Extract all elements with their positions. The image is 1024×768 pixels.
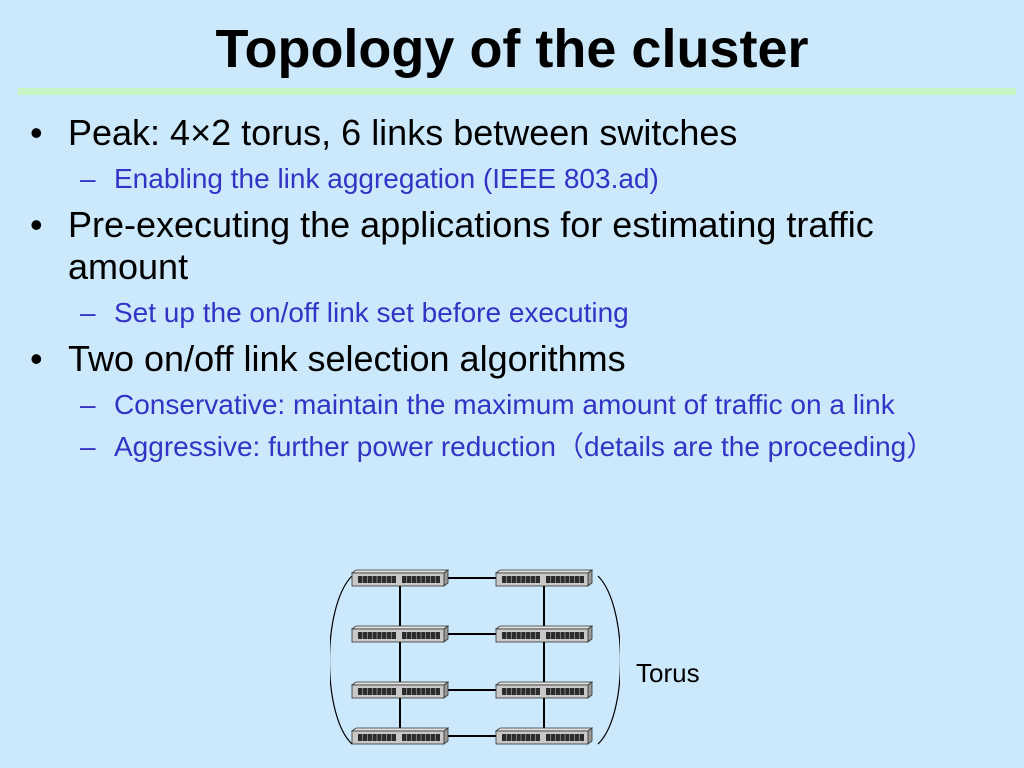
sub-bullet-item: – Conservative: maintain the maximum amo… [30,388,990,422]
bullet-mark: • [30,112,43,153]
slide-title: Topology of the cluster [215,19,809,79]
bullet-text: Pre-executing the applications for estim… [68,204,874,287]
sub-bullet-item: – Enabling the link aggregation (IEEE 80… [30,162,990,196]
sub-bullet-text: Conservative: maintain the maximum amoun… [114,389,895,420]
network-switch-icon [350,569,450,587]
network-switch-icon [350,625,450,643]
bullet-item: • Pre-executing the applications for est… [30,204,990,288]
torus-diagram [330,569,620,745]
sub-bullet-mark: – [80,297,96,328]
sub-bullet-text: Enabling the link aggregation (IEEE 803.… [114,163,659,194]
torus-wrap-link-left [330,575,353,745]
bullet-item: • Peak: 4×2 torus, 6 links between switc… [30,112,990,154]
sub-bullet-text: Set up the on/off link set before execut… [114,297,629,328]
network-switch-icon [494,569,594,587]
title-rule [18,88,1016,95]
bullet-text: Peak: 4×2 torus, 6 links between switche… [68,112,738,153]
sub-bullet-text: Aggressive: further power reduction（deta… [114,431,935,462]
diagram-caption: Torus [636,658,700,688]
network-switch-icon [494,625,594,643]
bullet-text: Two on/off link selection algorithms [68,338,626,379]
sub-bullet-mark: – [80,431,96,462]
bullet-list: • Peak: 4×2 torus, 6 links between switc… [30,112,990,472]
network-switch-icon [494,727,594,745]
network-switch-icon [494,681,594,699]
bullet-mark: • [30,338,43,379]
sub-bullet-mark: – [80,163,96,194]
torus-wrap-link-right [597,575,620,745]
torus-nodes [350,569,594,745]
sub-bullet-mark: – [80,389,96,420]
sub-bullet-item: – Aggressive: further power reduction（de… [30,430,990,464]
torus-links [399,577,545,737]
bullet-mark: • [30,204,43,245]
sub-bullet-item: – Set up the on/off link set before exec… [30,296,990,330]
bullet-item: • Two on/off link selection algorithms [30,338,990,380]
network-switch-icon [350,727,450,745]
network-switch-icon [350,681,450,699]
